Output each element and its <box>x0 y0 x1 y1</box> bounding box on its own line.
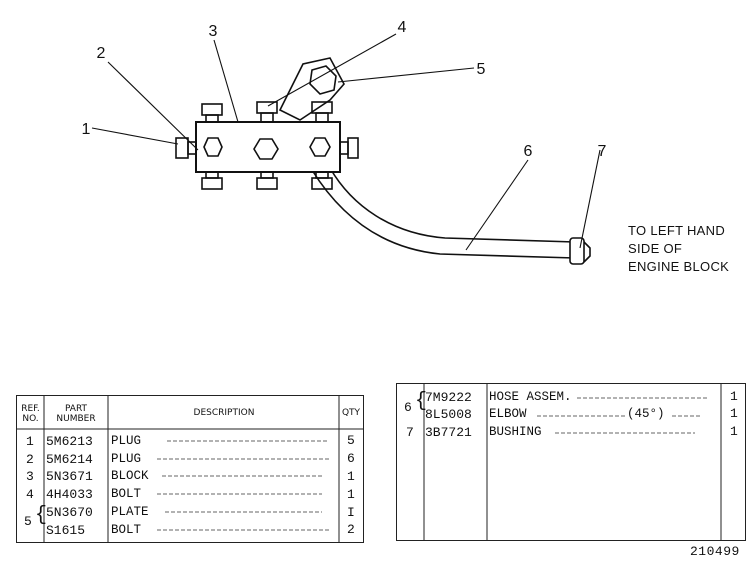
note-line-1: TO LEFT HAND <box>628 223 726 238</box>
block <box>195 121 341 173</box>
desc-8-angle: (45°) <box>627 407 665 421</box>
hose-assembly-outer <box>329 167 576 243</box>
ref-3: 3 <box>26 469 34 484</box>
qty-3: 1 <box>347 469 355 484</box>
ref-6: 6 <box>404 400 412 415</box>
desc-9: BUSHING <box>489 425 542 439</box>
part-9: 3B7721 <box>425 425 472 440</box>
part-7: 7M9222 <box>425 390 472 405</box>
qty-8: 1 <box>730 406 738 421</box>
part-6: S1615 <box>46 523 86 538</box>
part-8: 8L5008 <box>425 407 472 422</box>
ref-2: 2 <box>26 452 34 467</box>
hose-assembly <box>311 169 576 259</box>
callout-5: 5 <box>477 61 486 78</box>
note-line-3: ENGINE BLOCK <box>628 259 730 274</box>
plug-top-2 <box>256 101 278 114</box>
part-1: 5M6213 <box>46 434 93 449</box>
leader-4 <box>267 33 397 107</box>
ref-7: 7 <box>406 425 414 440</box>
header-qty: QTY <box>341 408 361 418</box>
qty-4: 1 <box>347 487 355 502</box>
bushing <box>569 237 585 265</box>
qty-9: 1 <box>730 424 738 439</box>
callout-4: 4 <box>398 19 407 36</box>
parts-diagram: 1 2 3 4 5 6 7 <box>82 19 607 265</box>
plate-bolt-hex <box>309 65 337 95</box>
desc-4: BOLT <box>111 487 142 501</box>
table-left-rules <box>17 396 363 542</box>
desc-8: ELBOW <box>489 407 527 421</box>
callout-2: 2 <box>97 45 106 62</box>
desc-6: BOLT <box>111 523 142 537</box>
header-description: DESCRIPTION <box>193 408 255 418</box>
qty-2: 6 <box>347 451 355 466</box>
ref-1: 1 <box>26 434 34 449</box>
leader-1 <box>91 127 179 145</box>
plug-top-1 <box>201 103 223 116</box>
plug-side-right <box>347 137 359 159</box>
part-4: 4H4033 <box>46 487 93 502</box>
ref-4: 4 <box>26 487 34 502</box>
desc-5: PLATE <box>111 505 149 519</box>
figure-number: 210499 <box>690 544 740 559</box>
callout-6: 6 <box>524 143 533 160</box>
qty-7: 1 <box>730 389 738 404</box>
desc-2: PLUG <box>111 452 142 466</box>
part-3: 5N3671 <box>46 469 93 484</box>
block-plug-hex-right <box>309 137 331 157</box>
part-2: 5M6214 <box>46 452 93 467</box>
desc-1: PLUG <box>111 434 142 448</box>
block-plug-hex-center <box>253 138 279 160</box>
part-5: 5N3670 <box>46 505 93 520</box>
plug-bottom-2 <box>256 177 278 190</box>
leader-6 <box>465 159 529 251</box>
parts-table-left: REF. NO. PART NUMBER DESCRIPTION QTY 1 5… <box>16 395 364 543</box>
ref-5-brace: { <box>35 504 48 527</box>
table-right-rules <box>423 384 722 540</box>
leader-5 <box>337 67 475 83</box>
note-line-2: SIDE OF <box>628 241 683 256</box>
plug-side-left <box>175 137 189 159</box>
ref-6-brace: { <box>415 390 428 413</box>
leader-3 <box>213 39 239 123</box>
block-plug-hex-left <box>203 137 223 157</box>
callout-7: 7 <box>598 143 607 160</box>
parts-table-right: 6 { 7M9222 HOSE ASSEM. 1 8L5008 ELBOW (4… <box>396 383 746 541</box>
desc-7: HOSE ASSEM. <box>489 390 572 404</box>
callout-1: 1 <box>82 121 91 138</box>
qty-1: 5 <box>347 433 355 448</box>
desc-3: BLOCK <box>111 469 149 483</box>
header-ref-no: REF. NO. <box>21 404 40 424</box>
qty-5: I <box>347 505 355 520</box>
routing-note: TO LEFT HAND SIDE OF ENGINE BLOCK <box>628 222 729 276</box>
leader-2 <box>107 61 199 151</box>
plug-bottom-3 <box>311 177 333 190</box>
leader-7 <box>579 149 601 249</box>
callout-3: 3 <box>209 23 218 40</box>
plug-bottom-1 <box>201 177 223 190</box>
qty-6: 2 <box>347 522 355 537</box>
header-part-number: PART NUMBER <box>56 404 96 424</box>
ref-5: 5 <box>24 514 32 529</box>
